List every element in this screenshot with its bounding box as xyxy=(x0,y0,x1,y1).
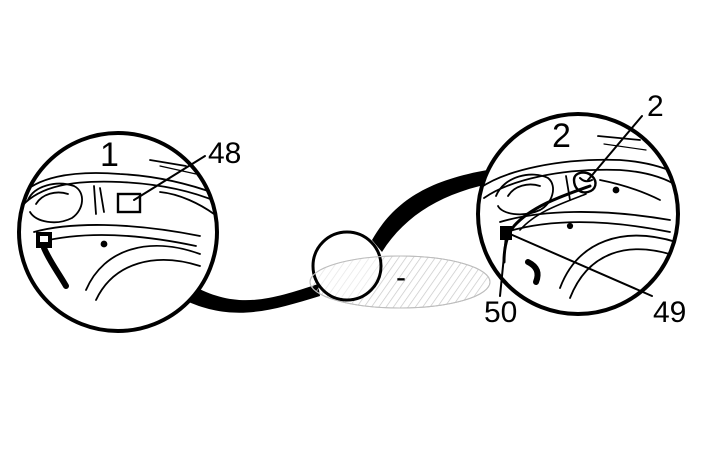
component-49-50-connector xyxy=(500,226,512,240)
detail-number-right: 2 xyxy=(552,117,571,155)
detail-circle-right: 2 xyxy=(476,112,680,316)
left-harness-wire xyxy=(41,245,69,289)
detail-number-left: 1 xyxy=(100,136,119,174)
right-connector-ribbon xyxy=(372,168,500,252)
detail-circle-left: 1 xyxy=(17,131,219,333)
leader-line-2 xyxy=(587,115,643,181)
leader-line-48 xyxy=(133,155,206,201)
callout-2: 2 xyxy=(647,90,664,123)
callout-49: 49 xyxy=(653,296,686,329)
center-detail-circle xyxy=(311,230,383,302)
left-connector-ribbon xyxy=(184,284,320,313)
center-mark: - xyxy=(396,261,406,294)
center-vehicle-outline-inner xyxy=(309,255,491,309)
callout-48: 48 xyxy=(208,137,241,170)
callout-50: 50 xyxy=(484,296,517,329)
leader-line-50 xyxy=(499,235,507,297)
leader-line-49 xyxy=(509,233,653,297)
component-48 xyxy=(116,192,142,214)
